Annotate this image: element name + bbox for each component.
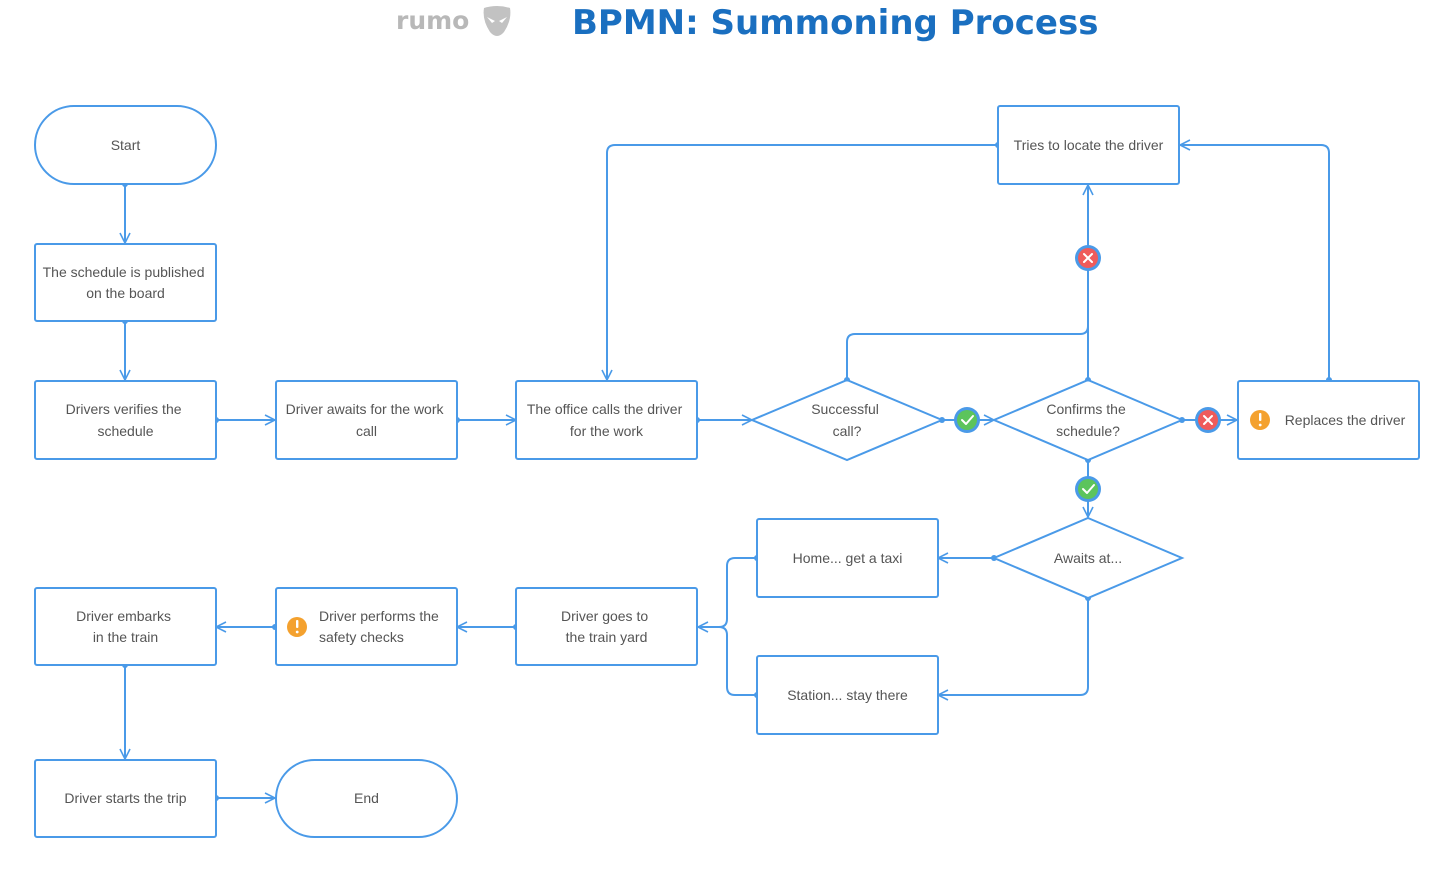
task-safety-checks	[275, 587, 458, 666]
safety-checks-label: Driver performs the safety checks	[319, 608, 443, 645]
task-tries-locate	[997, 105, 1180, 185]
schedule-published-label: The schedule is published on the board	[43, 264, 209, 301]
edge-tries-to-office	[607, 144, 998, 380]
task-station-stay	[756, 655, 939, 735]
task-home-taxi	[756, 518, 939, 598]
warning-icon-replaces	[1250, 410, 1270, 430]
yes-badge-confirms	[1075, 476, 1101, 502]
edge-home-to-merge	[718, 557, 757, 628]
station-stay-label: Station... stay there	[787, 687, 908, 703]
alien-head-icon	[483, 6, 511, 36]
task-office-calls	[515, 380, 698, 460]
page-title: BPMN: Summoning Process	[572, 3, 1098, 43]
connectors	[125, 144, 1330, 798]
task-replaces-driver	[1237, 380, 1420, 460]
replaces-driver-label: Replaces the driver	[1285, 412, 1406, 428]
gateway-awaits-at	[991, 516, 1185, 600]
drivers-verifies-label: Drivers verifies the schedule	[66, 401, 186, 439]
office-calls-label: The office calls the driver for the work	[527, 401, 686, 439]
starts-trip-label: Driver starts the trip	[64, 790, 186, 806]
edge-awaits-at-to-station	[938, 598, 1089, 695]
task-embarks-train	[34, 587, 217, 666]
home-taxi-label: Home... get a taxi	[793, 550, 903, 566]
yes-badge-successful	[954, 407, 980, 433]
awaits-at-label: Awaits at...	[1054, 550, 1122, 566]
no-badge-confirms	[1195, 407, 1221, 433]
task-drivers-verifies	[34, 380, 217, 460]
end-event	[275, 759, 458, 838]
gateway-successful-call	[749, 378, 945, 462]
driver-awaits-label: Driver awaits for the work call	[286, 401, 448, 439]
confirms-schedule-label: Confirms the schedule?	[1046, 401, 1129, 439]
successful-call-label: Successful call?	[811, 401, 883, 439]
warning-icon-safety	[287, 617, 307, 637]
goes-train-yard-label: Driver goes to the train yard	[561, 608, 652, 645]
start-event	[34, 105, 217, 185]
end-label: End	[354, 790, 379, 806]
connection-dots	[122, 142, 1332, 801]
gateway-confirms-schedule	[991, 378, 1185, 462]
task-driver-awaits	[275, 380, 458, 460]
start-label: Start	[111, 137, 141, 153]
rumo-logo: rumo	[396, 6, 511, 36]
edge-station-to-merge	[718, 626, 757, 696]
task-schedule-published	[34, 243, 217, 322]
edge-replaces-to-tries	[1180, 145, 1330, 380]
edge-successful-no-branch	[846, 325, 1089, 380]
task-starts-trip	[34, 759, 217, 838]
tries-locate-label: Tries to locate the driver	[1014, 137, 1164, 153]
no-badge-tries	[1075, 245, 1101, 271]
embarks-train-label: Driver embarks in the train	[76, 608, 175, 645]
task-goes-train-yard	[515, 587, 698, 666]
logo-text: rumo	[396, 6, 469, 35]
